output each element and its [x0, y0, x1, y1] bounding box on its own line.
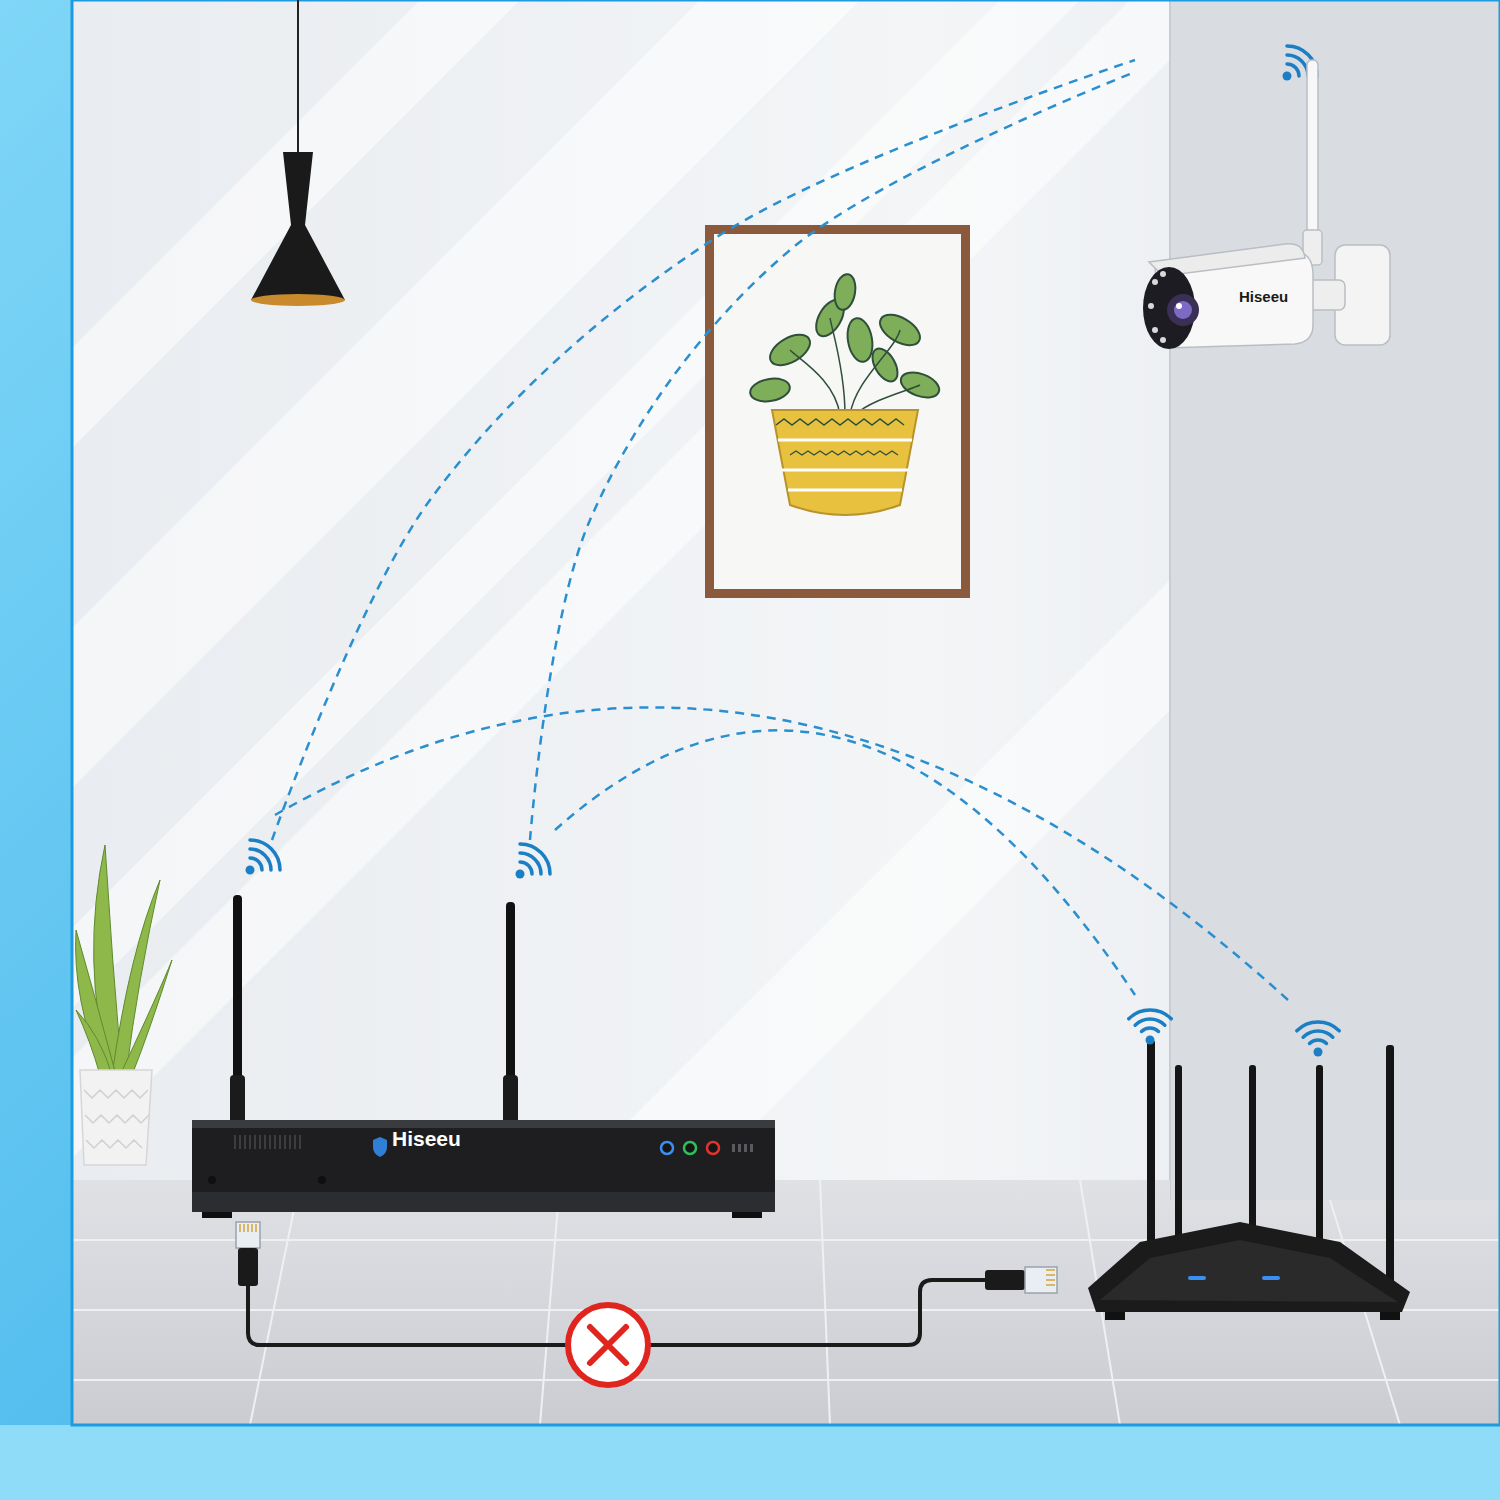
brand-label: Hiseeu — [392, 1127, 461, 1151]
pendant-lamp — [251, 0, 345, 306]
wireless-nvr — [192, 834, 775, 1218]
wifi-link — [272, 60, 1135, 840]
recorder-box: Hiseeu — [192, 840, 782, 1220]
brand-label: Hiseeu — [1239, 288, 1288, 305]
wifi-icon — [1297, 1022, 1339, 1056]
wifi-icon — [232, 834, 286, 888]
floor — [72, 1180, 1500, 1425]
side-wall — [1170, 0, 1500, 1200]
wifi-icon — [1129, 1010, 1171, 1044]
camera-box: Hiseeu — [1135, 30, 1400, 360]
device-drawing — [1135, 30, 1400, 360]
wifi-link-router — [275, 707, 1288, 1000]
potted-plant — [76, 845, 172, 1165]
wifi-icon — [502, 838, 556, 892]
wifi-link — [530, 72, 1135, 840]
forbidden-sign — [568, 1305, 648, 1385]
wifi-camera — [1143, 40, 1390, 349]
wifi-router — [1088, 1040, 1410, 1320]
picture-frame — [705, 225, 970, 598]
device-drawing — [192, 840, 782, 1220]
frame-bevel-bottom — [0, 1425, 1500, 1500]
floor-tiles — [72, 1180, 1500, 1425]
panel-border — [72, 0, 1500, 1425]
